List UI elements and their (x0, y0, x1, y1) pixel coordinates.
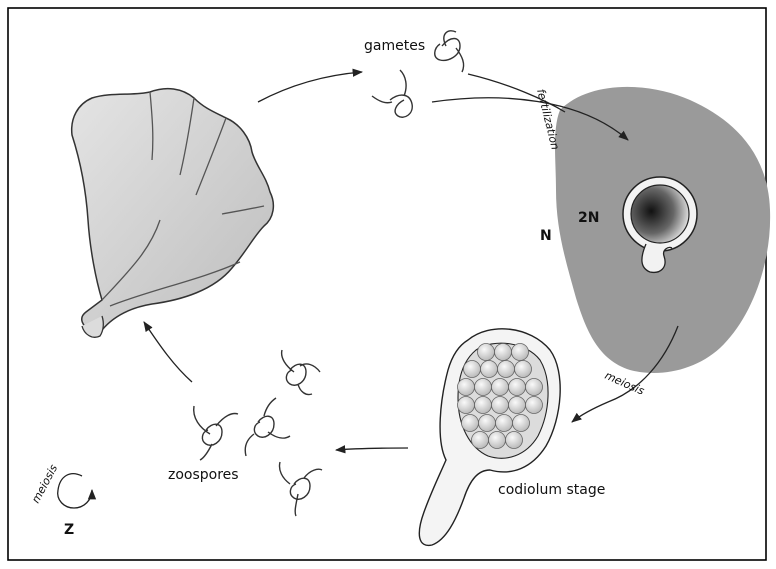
spore-sphere (464, 361, 481, 378)
spore-sphere (475, 397, 492, 414)
arrow-zoospores-to-blade (144, 322, 192, 382)
zoospores-label: zoospores (168, 467, 239, 483)
spore-sphere (481, 361, 498, 378)
spore-sphere (513, 415, 530, 432)
haploid-label: N (540, 228, 552, 244)
gametes-label: gametes (364, 38, 425, 54)
spore-sphere (526, 397, 543, 414)
spore-sphere (509, 397, 526, 414)
spore-sphere (492, 397, 509, 414)
meiosis-cycle-icon (58, 474, 92, 508)
spore-sphere (509, 379, 526, 396)
spore-sphere (458, 379, 475, 396)
spore-sphere (489, 432, 506, 449)
spore-sphere (512, 344, 529, 361)
spore-sphere (495, 344, 512, 361)
spore-sphere (475, 379, 492, 396)
spore-sphere (479, 415, 496, 432)
spore-sphere (498, 361, 515, 378)
spore-sphere (526, 379, 543, 396)
meiosis-key-label: meiosis (29, 462, 60, 505)
codiolum-cell (419, 329, 560, 546)
spore-sphere (478, 344, 495, 361)
spore-sphere (492, 379, 509, 396)
spore-sphere (496, 415, 513, 432)
spore-sphere (515, 361, 532, 378)
gametophyte-blade (72, 89, 274, 338)
arrow-blade-to-gametes (258, 72, 362, 102)
diploid-label: 2N (578, 210, 599, 226)
zoospores-group (194, 350, 322, 516)
spore-sphere (462, 415, 479, 432)
arrow-codiolum-to-zoospores (336, 448, 408, 450)
spore-sphere (472, 432, 489, 449)
codiolum-stage-label: codiolum stage (498, 482, 605, 498)
spore-sphere (458, 397, 475, 414)
zygote-key-label: Z (64, 522, 74, 538)
spore-sphere (506, 432, 523, 449)
